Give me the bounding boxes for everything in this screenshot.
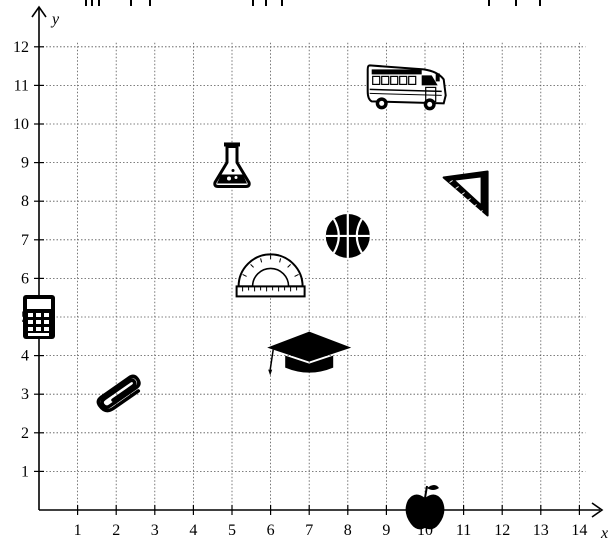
paper-clip-icon [96, 374, 143, 413]
y-tick-label: 3 [21, 386, 29, 403]
x-tick-label: 4 [189, 522, 197, 539]
x-tick-label: 6 [267, 522, 275, 539]
x-tick-label: 11 [456, 522, 471, 539]
top-edge-fragments [86, 0, 540, 6]
grid-lines [39, 43, 585, 510]
x-tick-label: 3 [151, 522, 159, 539]
x-tick-label: 7 [305, 522, 313, 539]
calculator-icon [23, 295, 55, 339]
x-tick-label: 12 [494, 522, 510, 539]
x-tick-label: 1 [74, 522, 82, 539]
protractor-icon [237, 254, 305, 296]
x-tick-label: 13 [533, 522, 549, 539]
y-axis-label: y [50, 11, 60, 28]
set-square-icon [444, 171, 488, 215]
y-tick-label: 6 [21, 270, 29, 287]
y-tick-label: 12 [13, 39, 29, 56]
graduation-cap-icon [267, 332, 351, 376]
y-tick-label: 4 [21, 348, 29, 365]
y-tick-label: 8 [21, 193, 29, 210]
basketball-icon [326, 214, 370, 258]
y-tick-label: 7 [21, 232, 29, 249]
school-bus-icon [368, 65, 446, 110]
x-tick-label: 5 [228, 522, 236, 539]
x-tick-label: 14 [571, 522, 587, 539]
x-tick-label: 2 [112, 522, 120, 539]
axes [32, 7, 602, 517]
y-tick-label: 1 [21, 463, 29, 480]
y-tick-label: 11 [14, 77, 29, 94]
y-tick-label: 9 [21, 155, 29, 172]
y-tick-label: 10 [13, 116, 29, 133]
x-tick-label: 8 [344, 522, 352, 539]
x-axis-label: x [600, 525, 608, 542]
x-tick-label: 9 [382, 522, 390, 539]
flask-icon [215, 142, 249, 186]
y-tick-label: 2 [21, 425, 29, 442]
